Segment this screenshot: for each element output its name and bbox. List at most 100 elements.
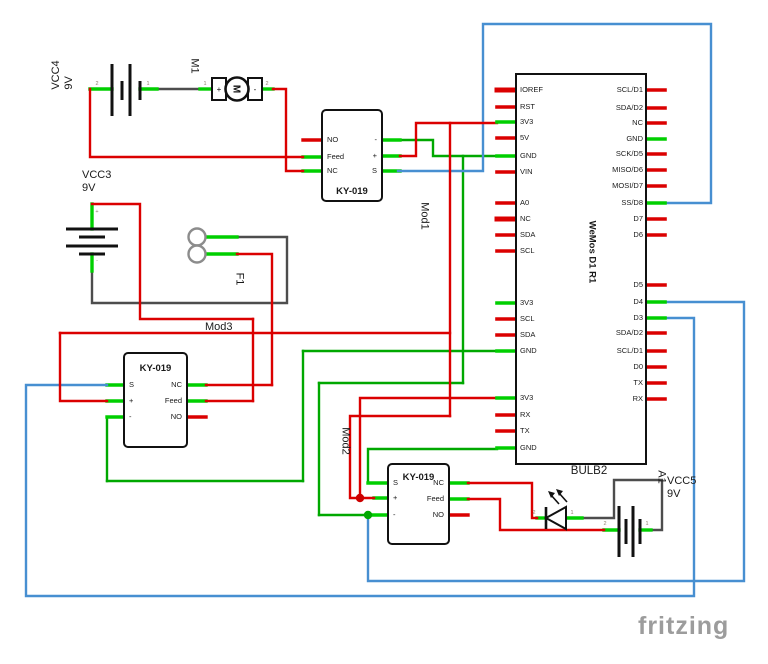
mod2-label[interactable]: Mod2 — [339, 427, 352, 455]
motor-minus-sign: - — [254, 85, 257, 94]
pin-label-ss-d8: SS/D8 — [621, 198, 643, 207]
relay-module-mod1[interactable] — [321, 109, 383, 202]
wire-blue[interactable] — [366, 300, 746, 583]
pin-label-3v3: 3V3 — [520, 393, 534, 402]
wire-gray[interactable] — [580, 478, 664, 532]
pin-label-ioref: IOREF — [520, 85, 543, 94]
terminal-number-label: 2 — [95, 81, 99, 87]
pin-label-sck-d5: SCK/D5 — [615, 149, 643, 158]
pin-label-d7: D7 — [633, 214, 643, 223]
m1-label[interactable]: M1 — [188, 58, 201, 74]
pin-label-d5: D5 — [633, 280, 643, 289]
pin-label-3v3: 3V3 — [520, 298, 534, 307]
wire-blue[interactable] — [24, 316, 696, 598]
bulb2-label[interactable]: BULB2 — [570, 465, 608, 477]
terminal-number-label: + — [95, 209, 99, 215]
pin-label-tx: TX — [520, 426, 530, 435]
wire-red[interactable] — [466, 481, 539, 520]
terminal-number-label: 1 — [570, 510, 574, 516]
mod1-pin-label-feed: Feed — [327, 152, 345, 161]
vcc3-label[interactable]: VCC3 9V — [82, 169, 111, 195]
vcc5-volt: 9V — [667, 488, 681, 500]
vcc3-volt: 9V — [82, 182, 96, 194]
wire-red[interactable] — [358, 396, 499, 500]
mod3-pin-label--: - — [129, 412, 132, 421]
mod2-title: KY-019 — [402, 472, 435, 483]
wire-red[interactable] — [271, 87, 305, 173]
wire-red[interactable] — [398, 121, 499, 158]
terminal-number-label: 1 — [203, 81, 207, 87]
pin-label-a0: A0 — [520, 198, 530, 207]
led-emission-arrowhead — [548, 491, 555, 498]
wire-red[interactable] — [88, 87, 305, 159]
terminal-number-label: 2 — [265, 81, 269, 87]
pin-label-gnd: GND — [520, 346, 537, 355]
wire-red[interactable] — [348, 414, 452, 500]
wire-red[interactable] — [235, 252, 274, 387]
wemos-d1-r1-board[interactable] — [515, 73, 647, 465]
mod1-pin-label-nc: NC — [327, 166, 338, 175]
mod1-title: KY-019 — [336, 186, 368, 197]
mod3-pin-label-nc: NC — [171, 380, 182, 389]
motor-m-letter: M — [231, 85, 242, 93]
terminal-number-label: 1 — [146, 81, 150, 87]
vcc3-name: VCC3 — [82, 169, 112, 181]
mod2-pin-label-no: NO — [432, 510, 444, 519]
pin-label-d3: D3 — [633, 313, 643, 322]
mod2-pin-label-nc: NC — [433, 478, 444, 487]
pin-label-miso-d6: MISO/D6 — [612, 165, 643, 174]
f1-label[interactable]: F1 — [233, 272, 246, 286]
pin-label-rx: RX — [520, 410, 531, 419]
fuse-terminal-circle[interactable] — [187, 227, 207, 247]
mod3-label[interactable]: Mod3 — [205, 321, 233, 333]
junction-dot-green[interactable] — [363, 510, 373, 520]
pin-label-rx: RX — [632, 394, 643, 403]
pin-label-tx: TX — [633, 378, 643, 387]
vcc5-label[interactable]: VCC5 9V — [667, 475, 696, 501]
pin-label-sda-d2: SDA/D2 — [615, 103, 643, 112]
pin-label-gnd: GND — [626, 134, 643, 143]
mod1-pin-label-s: S — [371, 166, 377, 175]
terminal-number-label: 1 — [645, 521, 649, 527]
vcc4-label[interactable]: VCC4 9V — [50, 60, 76, 89]
fuse-terminal-circle[interactable] — [187, 244, 207, 264]
wire-blue[interactable] — [396, 22, 713, 205]
vcc4-name: VCC4 — [50, 60, 62, 90]
pin-label-scl-d1: SCL/D1 — [616, 346, 643, 355]
mod2-pin-label-+: + — [393, 493, 398, 502]
terminal-number-label: 2 — [532, 510, 536, 516]
mod1-label[interactable]: Mod1 — [418, 202, 431, 230]
relay-module-mod3[interactable] — [123, 352, 188, 448]
pin-label-3v3: 3V3 — [520, 117, 534, 126]
junction-dot-red[interactable] — [355, 493, 365, 503]
a1-label[interactable]: A1 — [655, 470, 668, 484]
mod1-pin-label--: - — [374, 135, 378, 144]
pin-label-sda-d2: SDA/D2 — [615, 328, 643, 337]
wire-red[interactable] — [90, 202, 255, 321]
pin-label-vin: VIN — [520, 167, 533, 176]
pin-label-mosi-d7: MOSI/D7 — [612, 181, 643, 190]
pin-label-d4: D4 — [633, 297, 643, 306]
mod2-pin-label-s: S — [393, 478, 399, 487]
mod3-pin-label-feed: Feed — [164, 396, 182, 405]
vcc4-volt: 9V — [63, 76, 75, 90]
wire-green[interactable] — [381, 138, 499, 158]
led-triangle[interactable] — [543, 505, 567, 531]
wire-gray[interactable] — [90, 235, 289, 305]
relay-module-mod2[interactable] — [387, 463, 450, 545]
pin-label-sda: SDA — [520, 330, 536, 339]
wemos-title: WeMos D1 R1 — [586, 220, 598, 284]
pin-label-nc: NC — [520, 214, 531, 223]
pin-label-sda: SDA — [520, 230, 536, 239]
led-emission-arrowhead — [556, 489, 563, 496]
motor-body[interactable] — [224, 76, 250, 102]
pin-label-scl: SCL — [520, 246, 535, 255]
pin-label-scl: SCL — [520, 314, 535, 323]
pin-label-gnd: GND — [520, 151, 537, 160]
wire-red[interactable] — [466, 497, 606, 532]
pin-label-scl-d1: SCL/D1 — [616, 85, 643, 94]
wire-red[interactable] — [58, 331, 109, 403]
mod2-pin-label-feed: Feed — [426, 494, 444, 503]
